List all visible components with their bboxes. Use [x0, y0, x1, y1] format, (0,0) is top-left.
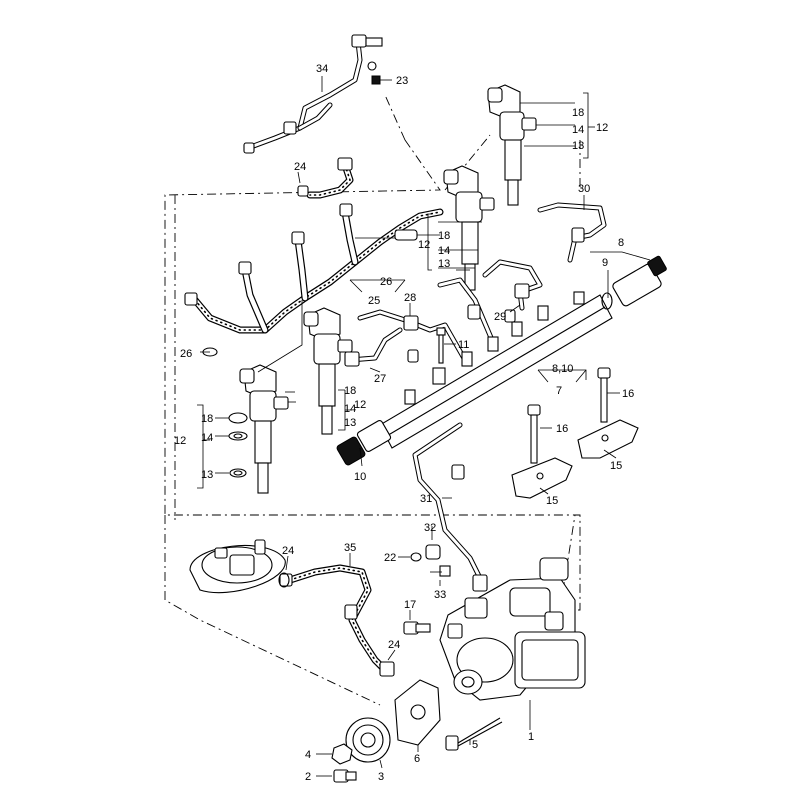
callout-14-left: 14: [201, 432, 213, 444]
bolt-16-upper: [597, 367, 611, 423]
clamp-23: [371, 75, 392, 85]
callout-13-left: 13: [201, 469, 213, 481]
callout-16-upper: 16: [622, 388, 634, 400]
injector-middle: [443, 165, 495, 291]
bolt-17: [403, 621, 431, 635]
callout-2: 2: [305, 771, 311, 783]
callout-23: 23: [396, 75, 408, 87]
injector-lower-middle: [303, 307, 353, 435]
callout-24-left: 24: [282, 545, 294, 557]
callout-8: 8: [618, 237, 624, 249]
high-pressure-pump-1: [439, 557, 586, 701]
pressure-valve-8: [601, 255, 667, 310]
callout-17: 17: [404, 599, 416, 611]
pressure-sensor-10: [336, 420, 392, 466]
callout-22: 22: [384, 552, 396, 564]
callout-24-lower: 24: [388, 639, 400, 651]
callout-31: 31: [420, 493, 432, 505]
fuel-filter-flange: [189, 539, 286, 594]
callout-labels: 1 2 3 4 5 6 7 8 8,10 9 10 11 12 12 12 12…: [174, 63, 634, 783]
callout-18-left: 18: [201, 413, 213, 425]
callout-9: 9: [602, 257, 608, 269]
callout-8-10: 8,10: [552, 363, 573, 375]
callout-12-top: 12: [596, 122, 608, 134]
callout-12-lower: 12: [354, 399, 366, 411]
callout-35: 35: [344, 542, 356, 554]
callout-13-mid: 13: [438, 258, 450, 270]
bolt-2: [333, 769, 357, 783]
group-boundary-line: [164, 94, 581, 706]
callout-29: 29: [494, 311, 506, 323]
callout-14-lower: 14: [344, 403, 356, 415]
callout-6: 6: [414, 753, 420, 765]
callout-12-mid: 12: [418, 239, 430, 251]
callout-11: 11: [458, 339, 469, 351]
return-hose-35: [279, 564, 395, 677]
callout-18-top: 18: [572, 107, 584, 119]
callout-18-mid: 18: [438, 230, 450, 242]
callout-14-mid: 14: [438, 245, 450, 257]
sprocket-3: [345, 717, 391, 763]
callout-25: 25: [368, 295, 380, 307]
bolt-11: [436, 327, 446, 364]
callout-15-lower: 15: [546, 495, 558, 507]
callout-5: 5: [472, 739, 478, 751]
injector-pipes: [344, 202, 607, 367]
callout-7: 7: [556, 385, 562, 397]
bracket-15-lower: [511, 457, 573, 499]
wiring-harness: [184, 157, 444, 334]
callout-18-lower: 18: [344, 385, 356, 397]
injector-top-right: [487, 84, 537, 206]
callout-27: 27: [374, 373, 386, 385]
callout-26-left: 26: [180, 348, 192, 360]
callout-13-lower: 13: [344, 417, 356, 429]
callout-12-left: 12: [174, 435, 186, 447]
callout-13-top: 13: [572, 140, 584, 152]
callout-3: 3: [378, 771, 384, 783]
hub-6: [394, 679, 441, 746]
callout-32: 32: [424, 522, 436, 534]
callout-34: 34: [316, 63, 328, 75]
clamp-22-32: [410, 544, 451, 577]
clamp-24-lower-left: [278, 572, 290, 588]
leader-lines: [197, 76, 651, 777]
callout-30: 30: [578, 183, 590, 195]
injector-left: [239, 364, 296, 494]
bracket-15-upper: [577, 419, 639, 459]
callout-16-lower: 16: [556, 423, 568, 435]
callout-24-top: 24: [294, 161, 306, 173]
callout-15-upper: 15: [610, 460, 622, 472]
callout-1: 1: [528, 731, 534, 743]
callout-28: 28: [404, 292, 416, 304]
nut-4: [331, 743, 353, 765]
callout-33: 33: [434, 589, 446, 601]
pipe-31: [412, 422, 488, 592]
callout-4: 4: [305, 749, 311, 761]
return-line-34: [243, 34, 383, 154]
callout-26-top: 26: [380, 276, 392, 288]
group-boundary-line-2: [444, 134, 581, 611]
bolt-16-lower: [527, 404, 541, 464]
callout-10: 10: [354, 471, 366, 483]
bolt-5: [445, 717, 503, 751]
callout-14-top: 14: [572, 124, 584, 136]
